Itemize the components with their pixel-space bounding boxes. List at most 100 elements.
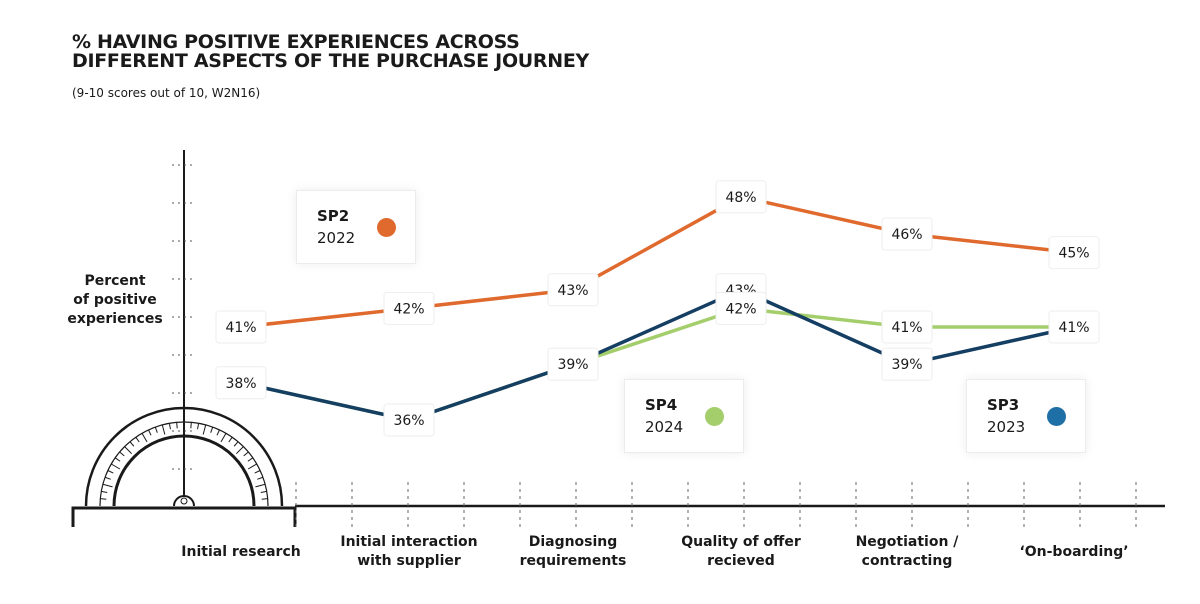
category-label-line: requirements (519, 553, 627, 569)
protractor-tick (148, 429, 152, 436)
protractor-tick (161, 424, 166, 435)
protractor-tick (247, 457, 254, 462)
protractor-tick (210, 426, 214, 433)
data-label-sp2: 46% (891, 227, 922, 243)
protractor-tick (255, 483, 266, 488)
series-lines (239, 195, 1076, 422)
category-label-line: Diagnosing (528, 534, 618, 550)
protractor-tick (228, 436, 233, 443)
y-axis-label: Percent of positive experiences (60, 272, 170, 329)
legend-sp2: SP2 2022 (296, 190, 416, 264)
category-label: ‘On-boarding’ (994, 543, 1154, 562)
data-label-box-sp2 (547, 273, 599, 307)
data-label-box-sp2 (383, 291, 435, 325)
protractor-tick (135, 436, 140, 443)
data-label-sp3: 39% (557, 357, 588, 373)
protractor-tick (190, 422, 192, 429)
protractor-tick (154, 426, 158, 433)
category-label-line: recieved (707, 553, 775, 569)
protractor-tick (102, 483, 113, 488)
legend-sp3-dot (1047, 407, 1066, 426)
protractor-tick (197, 423, 200, 430)
category-label-line: Initial research (181, 544, 301, 560)
category-label-line: with supplier (357, 553, 461, 569)
data-label-box-sp2 (715, 180, 767, 214)
data-label-box-sp3 (881, 347, 933, 381)
data-label-sp2: 42% (393, 301, 424, 317)
category-label-line: Initial interaction (340, 534, 478, 550)
chart-title: % HAVING POSITIVE EXPERIENCES ACROSS DIF… (72, 33, 589, 71)
category-label: Quality of offer recieved (661, 533, 821, 571)
legend-sp4: SP4 2024 (624, 379, 744, 453)
data-label-sp3: 41% (1058, 320, 1089, 336)
legend-sp3-name: SP3 (987, 396, 1020, 414)
data-label-box-sp2 (1048, 236, 1100, 270)
chart-subtitle: (9-10 scores out of 10, W2N16) (72, 86, 261, 100)
protractor-tick (129, 441, 135, 447)
protractor-inner-arc (112, 434, 256, 507)
protractor-tick (235, 446, 244, 455)
category-label-line: contracting (861, 553, 953, 569)
data-label-sp3: 39% (891, 357, 922, 373)
protractor-tick (111, 463, 121, 470)
axis-decoration (71, 150, 1165, 530)
legend-sp3: SP3 2023 (966, 379, 1086, 453)
data-label-box-sp4 (715, 291, 767, 325)
legend-sp4-dot (705, 407, 724, 426)
series-line-sp3 (239, 288, 1076, 422)
protractor-tick (216, 429, 220, 436)
protractor-tick (141, 433, 148, 443)
legend-sp2-year: 2022 (317, 229, 356, 247)
protractor-outer-arc (84, 406, 284, 507)
category-label-line: ‘On-boarding’ (1019, 544, 1129, 560)
protractor-tick (261, 498, 268, 500)
protractor-tick (260, 490, 267, 493)
chart-title-line-2: DIFFERENT ASPECTS OF THE PURCHASE JOURNE… (72, 50, 589, 72)
data-label-sp2: 45% (1058, 246, 1089, 262)
data-label-box-sp3 (547, 347, 599, 381)
data-label-sp3: 38% (225, 376, 256, 392)
category-label: Initial interaction with supplier (329, 533, 489, 571)
data-label-sp2: 48% (725, 190, 756, 206)
category-label: Diagnosing requirements (493, 533, 653, 571)
chart-title-line-1: % HAVING POSITIVE EXPERIENCES ACROSS (72, 31, 520, 53)
data-label-sp4: 42% (725, 301, 756, 317)
protractor-tick (107, 470, 114, 474)
category-label: Negotiation / contracting (827, 533, 987, 571)
data-label-sp2: 41% (225, 320, 256, 336)
data-label-sp2: 43% (557, 283, 588, 299)
protractor-tick (101, 490, 108, 493)
legend-sp4-year: 2024 (645, 418, 684, 436)
data-label-box-sp2 (215, 310, 267, 344)
legend-sp2-dot (377, 218, 396, 237)
category-label-line: Quality of offer (681, 534, 801, 550)
protractor-tick (168, 423, 171, 430)
protractor-tick (114, 457, 121, 462)
protractor-tick (202, 424, 207, 435)
protractor-tick (176, 422, 178, 429)
protractor-tick (247, 463, 257, 470)
data-label-box-sp3 (383, 403, 435, 437)
protractor-tick (257, 476, 264, 480)
data-label-box-sp3 (215, 366, 267, 400)
category-label: Initial research (161, 543, 321, 562)
legend-sp3-year: 2023 (987, 418, 1026, 436)
y-axis-label-line-2: of positive (73, 292, 157, 308)
series-line-sp2 (239, 195, 1076, 329)
protractor-tick (243, 451, 249, 457)
protractor-tick (124, 446, 133, 455)
protractor-tick (220, 433, 227, 443)
protractor-tick (254, 470, 261, 474)
protractor-tick (233, 441, 239, 447)
data-label-box-sp3 (1048, 310, 1100, 344)
y-axis-label-line-3: experiences (67, 311, 163, 327)
data-labels: 41%42%43%48%46%45%38%36%39%43%39%41%42%4… (215, 180, 1100, 437)
legend-sp2-name: SP2 (317, 207, 350, 225)
protractor-tick (104, 476, 111, 480)
data-label-box-sp4 (881, 310, 933, 344)
protractor-pivot-dot (180, 497, 188, 505)
data-label-sp3: 36% (393, 413, 424, 429)
data-label-box-sp2 (881, 217, 933, 251)
category-label-line: Negotiation / (855, 534, 959, 550)
